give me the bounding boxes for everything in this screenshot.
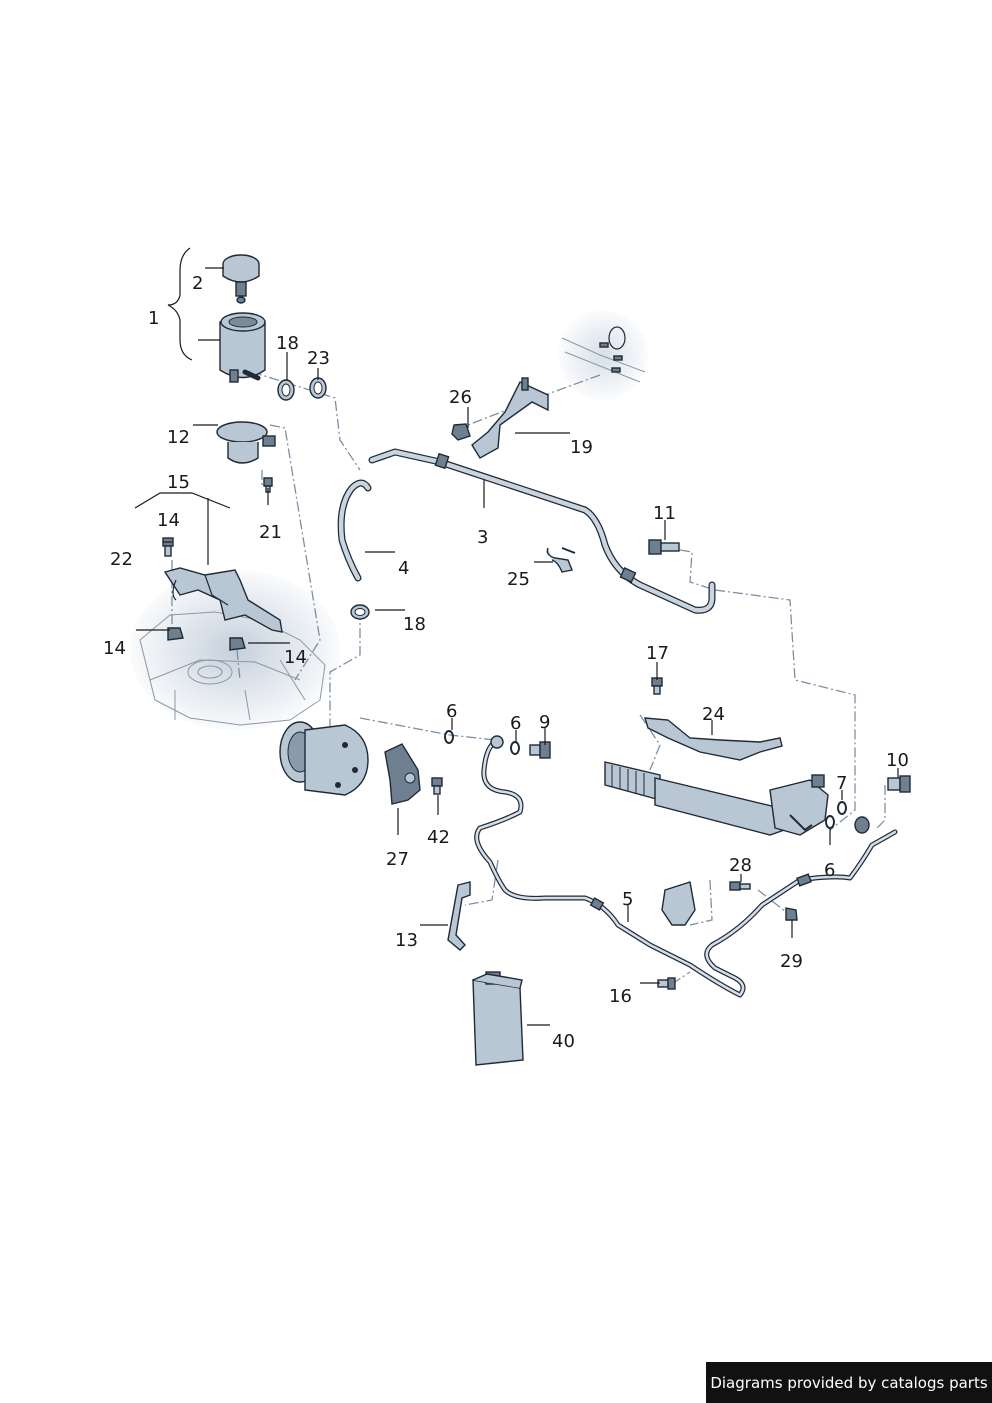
bolt-16 — [657, 977, 676, 990]
bolt-21 — [263, 477, 273, 493]
callout-2: 2 — [192, 273, 203, 294]
callout-18-top: 18 — [276, 333, 299, 354]
banjo-bolt-9 — [529, 741, 551, 759]
clamp-ring-12 — [216, 421, 276, 464]
line-bracket — [661, 881, 696, 926]
leader-lines — [134, 247, 899, 1026]
bolt-11 — [648, 539, 680, 555]
callout-23: 23 — [307, 348, 330, 369]
steering-rack — [604, 761, 829, 836]
callout-10: 10 — [886, 750, 909, 771]
nut-29 — [785, 907, 798, 921]
nut-14-left — [167, 627, 184, 641]
callout-5: 5 — [622, 889, 633, 910]
callout-17: 17 — [646, 643, 669, 664]
callout-13: 13 — [395, 930, 418, 951]
rack-bracket-24 — [644, 717, 783, 761]
callout-29: 29 — [780, 951, 803, 972]
mounting-bracket-15 — [163, 567, 283, 633]
callout-labels: 1 2 3 4 5 6 6 6 7 9 10 11 12 13 14 14 14… — [103, 273, 909, 1052]
nut-26 — [451, 423, 471, 441]
callout-26: 26 — [449, 387, 472, 408]
holder-bracket-19 — [471, 377, 549, 459]
callout-24: 24 — [702, 704, 725, 725]
callout-6-line: 6 — [510, 713, 521, 734]
bolt-28 — [729, 881, 751, 891]
holder-13 — [447, 881, 471, 951]
callout-21: 21 — [259, 522, 282, 543]
callout-14-top: 14 — [157, 510, 180, 531]
seal-ring-6-a — [444, 730, 454, 744]
heat-shield-27 — [384, 743, 421, 805]
nut-14-right — [229, 637, 246, 651]
banjo-bolt-10 — [887, 775, 911, 793]
hydraulic-fluid-can-40 — [472, 971, 524, 1066]
hose-clamp-18-bottom — [350, 604, 370, 620]
callout-18-bottom: 18 — [403, 614, 426, 635]
seal-ring-7 — [837, 801, 847, 815]
callout-4: 4 — [398, 558, 409, 579]
callout-27: 27 — [386, 849, 409, 870]
reservoir-cap — [222, 254, 260, 304]
callout-12: 12 — [167, 427, 190, 448]
reservoir-tank — [219, 312, 266, 383]
credit-banner: Diagrams provided by catalogs parts — [706, 1362, 992, 1403]
callout-16: 16 — [609, 986, 632, 1007]
callout-7: 7 — [836, 773, 847, 794]
callout-6-pump: 6 — [446, 701, 457, 722]
pressure-line-5 — [474, 735, 898, 998]
callout-25: 25 — [507, 569, 530, 590]
body-mount-inset — [558, 310, 648, 400]
callout-15: 15 — [167, 472, 190, 493]
callout-22: 22 — [110, 549, 133, 570]
return-hose-4 — [337, 479, 372, 582]
callout-42: 42 — [427, 827, 450, 848]
steering-pump — [279, 721, 369, 796]
callout-14-left: 14 — [103, 638, 126, 659]
callout-1: 1 — [148, 308, 159, 329]
fitting-rack-end — [854, 816, 870, 834]
hose-clamp-23 — [309, 377, 327, 399]
callout-14-right: 14 — [284, 647, 307, 668]
callout-6-rack: 6 — [824, 860, 835, 881]
credit-text: Diagrams provided by catalogs parts — [710, 1373, 988, 1392]
bolt-22 — [162, 537, 174, 557]
callout-9: 9 — [539, 712, 550, 733]
seal-ring-6-b — [510, 741, 520, 755]
seal-ring-6-c — [825, 815, 835, 829]
return-line-3 — [368, 448, 716, 614]
callout-19: 19 — [570, 437, 593, 458]
callout-28: 28 — [729, 855, 752, 876]
callout-3: 3 — [477, 527, 488, 548]
hose-clamp-18-top — [277, 379, 295, 401]
clip-25 — [546, 547, 576, 573]
callout-40: 40 — [552, 1031, 575, 1052]
bolt-42 — [431, 777, 443, 795]
screw-17 — [651, 677, 663, 695]
callout-11: 11 — [653, 503, 676, 524]
